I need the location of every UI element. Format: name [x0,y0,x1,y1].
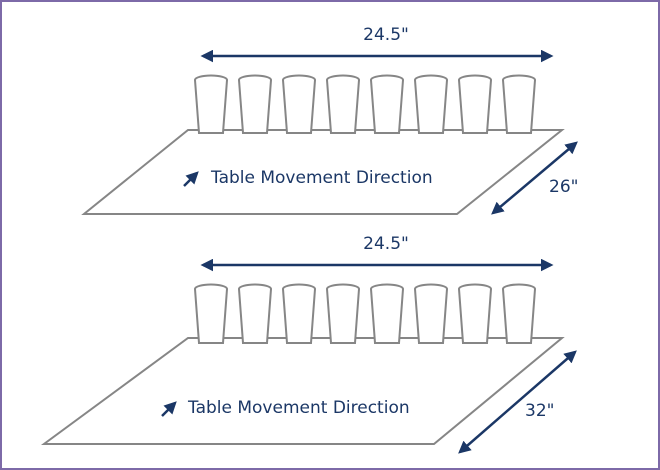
width-label-1: 24.5" [363,25,409,45]
cup [282,283,316,344]
cup [370,283,404,344]
cup-row-1 [194,74,536,134]
cup [326,74,360,134]
table-surface-2 [40,337,565,445]
cup [238,74,272,134]
cup [502,283,536,344]
cup [414,74,448,134]
direction-label-2: Table Movement Direction [187,398,410,418]
table-diagram-1: 24.5" 32" 26" Table Movement Direction [81,25,578,215]
cup-row-2 [194,283,536,344]
depth-label-2: 32" [525,401,554,421]
cup [414,283,448,344]
cup [282,74,316,134]
cup [370,74,404,134]
cup [194,283,228,344]
direction-arrow-icon [161,401,177,417]
cup [238,283,272,344]
table-surface-1 [81,129,565,215]
direction-arrow-icon [183,171,199,187]
table-diagram-2: 24.5" 32" Table Movement Direction [40,234,577,454]
cup [458,283,492,344]
depth-label-1: 26" [549,177,578,197]
cup [502,74,536,134]
cup [458,74,492,134]
depth-dimension-arrow-1 [491,141,578,215]
width-label-2: 24.5" [363,234,409,254]
cup [194,74,228,134]
depth-dimension-arrow-2 [458,350,577,454]
cup [326,283,360,344]
direction-label-1: Table Movement Direction [210,168,433,188]
